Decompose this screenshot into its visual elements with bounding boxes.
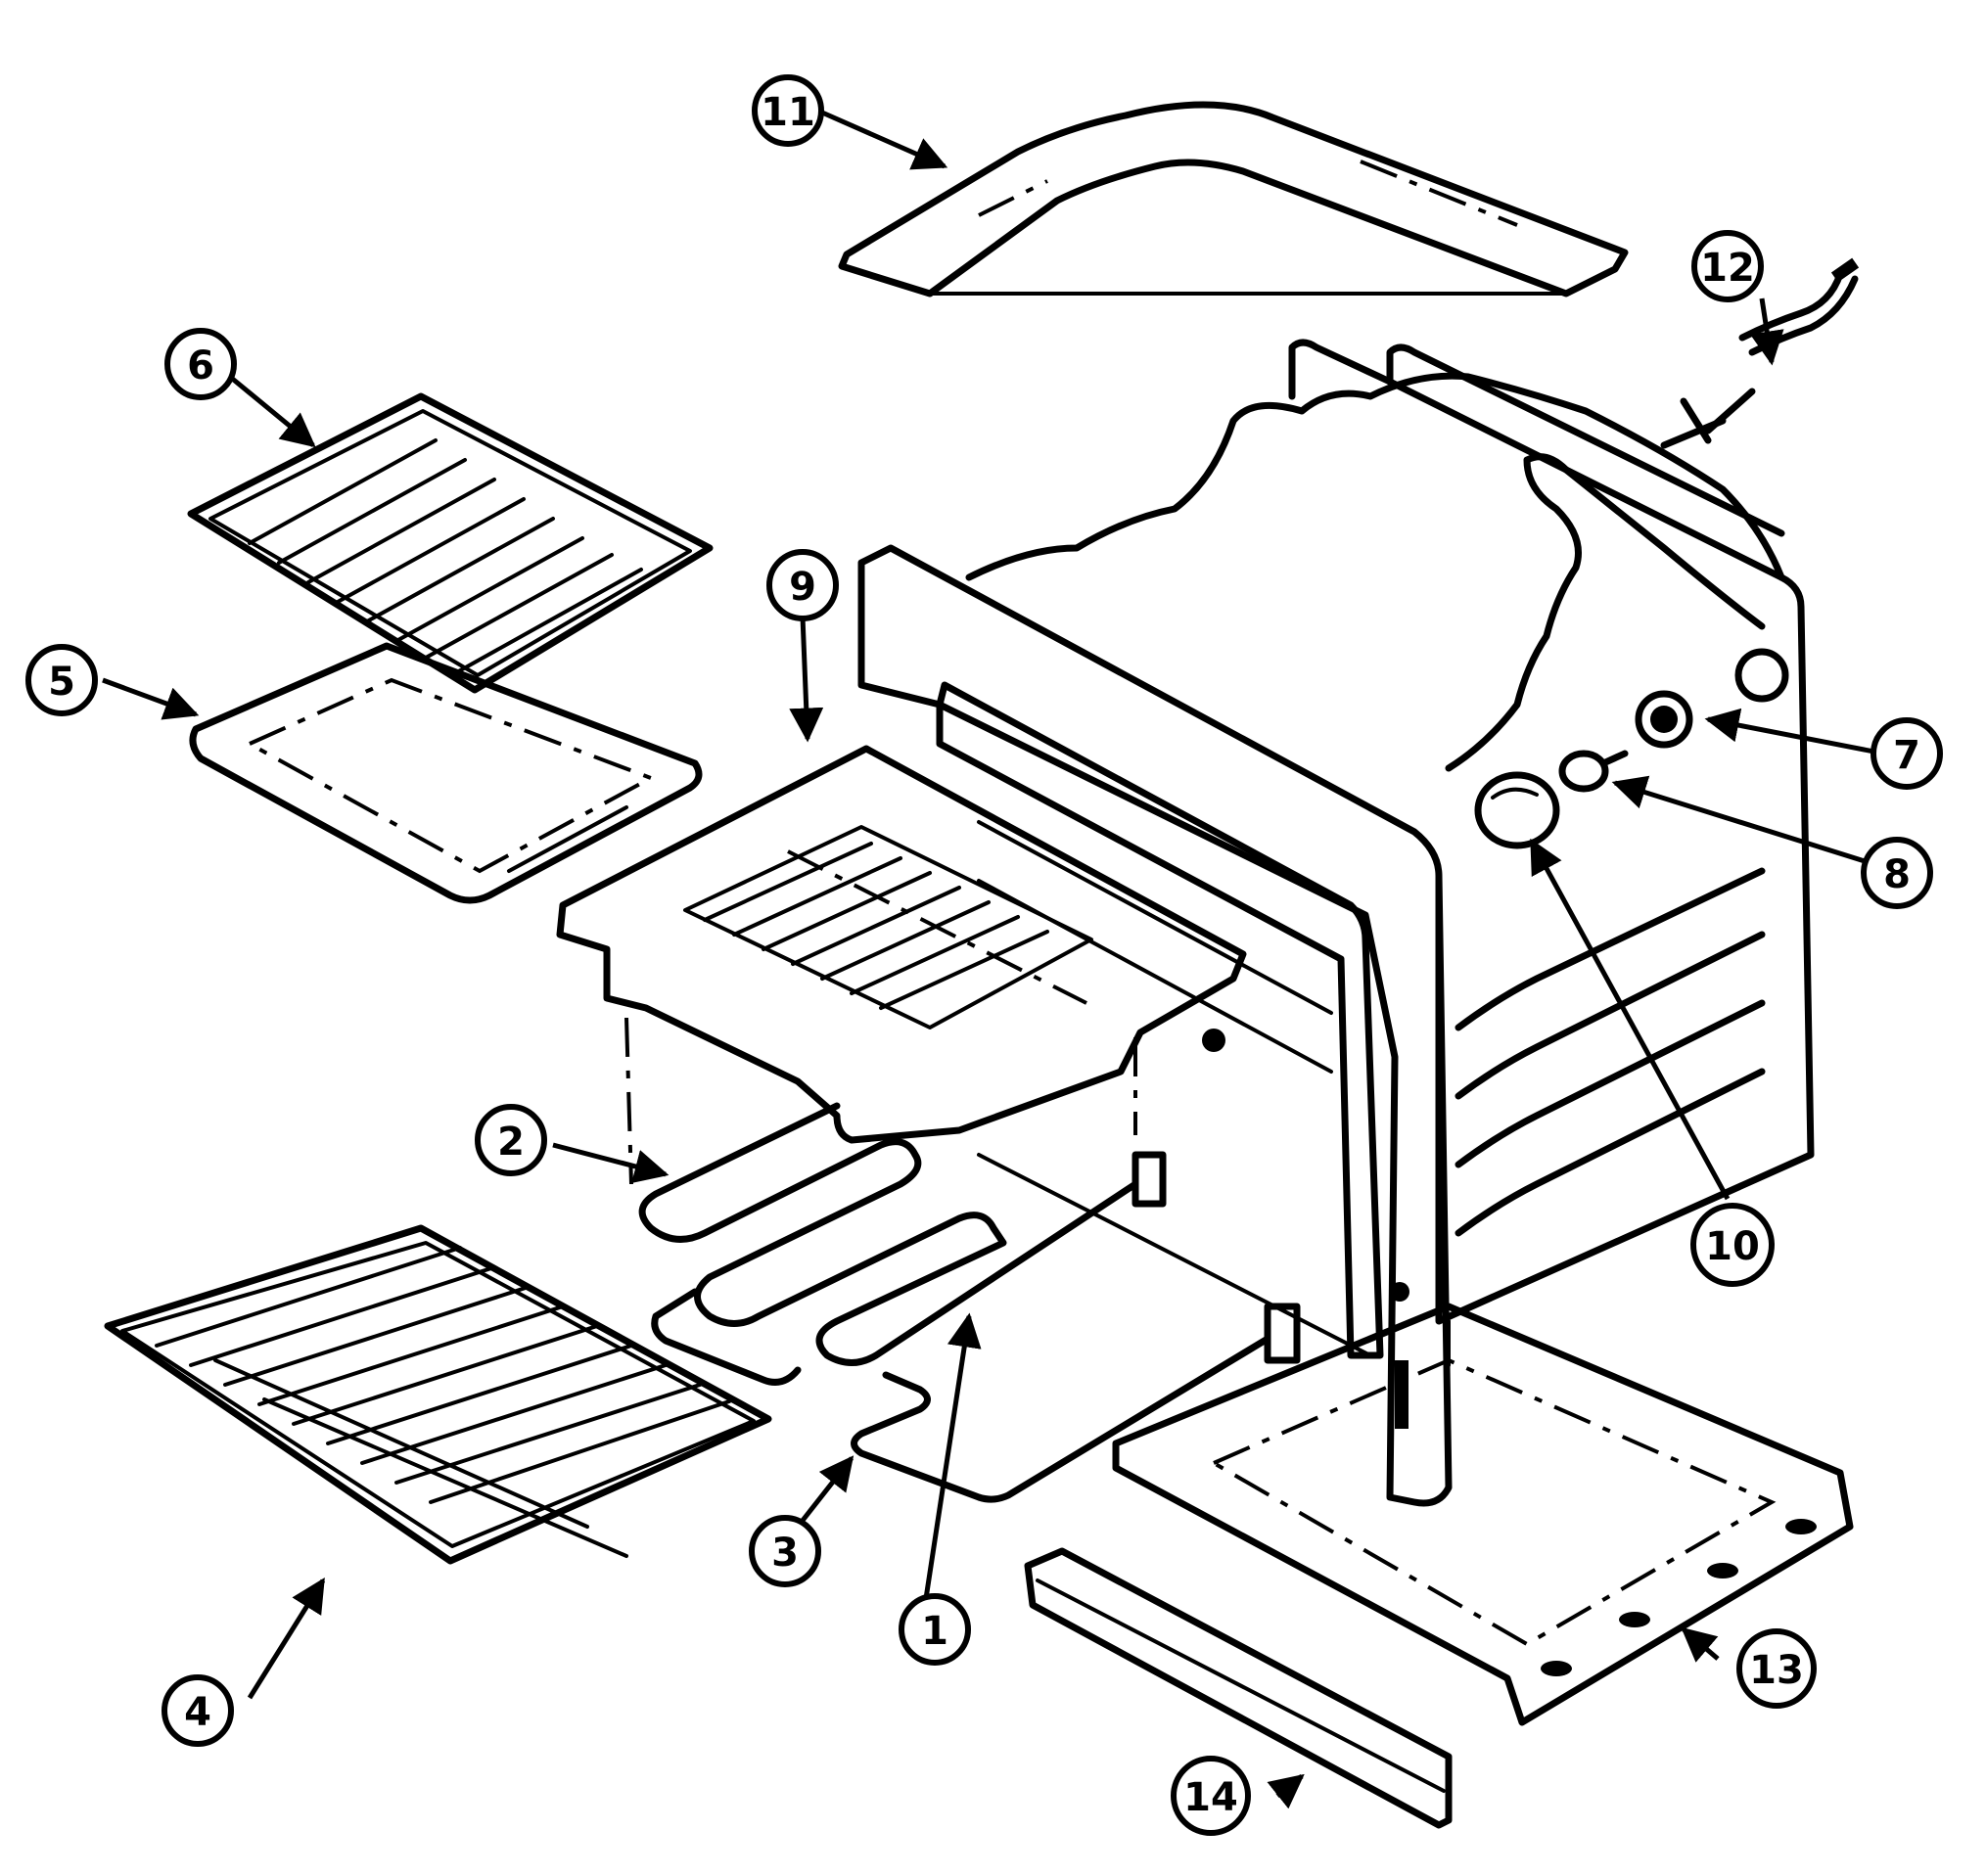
- callout-label: 12: [1700, 246, 1755, 291]
- callout-label: 7: [1893, 733, 1920, 778]
- leader-lines: [102, 110, 1885, 1809]
- callout-5: 5: [25, 644, 98, 716]
- part-10-light-lens: [1474, 771, 1560, 849]
- part-4-oven-rack: [104, 1224, 772, 1565]
- callout-2: 2: [475, 1104, 547, 1176]
- callout-13: 13: [1736, 1628, 1817, 1709]
- callout-label: 5: [48, 660, 75, 705]
- callout-label: 11: [761, 90, 815, 135]
- oven-cavity: [857, 339, 1815, 1507]
- part-6-broiler-pan-insert: [187, 392, 714, 694]
- part-7-light-socket: [1635, 648, 1789, 749]
- callout-label: 10: [1705, 1224, 1760, 1269]
- callout-label: 6: [187, 343, 214, 389]
- callout-9: 9: [766, 549, 839, 621]
- part-2-broil-element: [638, 1102, 1167, 1366]
- part-9-broil-baffle: [556, 745, 1247, 1185]
- callout-6: 6: [164, 328, 237, 400]
- callout-label: 8: [1883, 852, 1911, 897]
- callout-1: 1: [899, 1593, 971, 1666]
- callout-label: 3: [771, 1531, 799, 1576]
- callout-label: 1: [921, 1609, 948, 1654]
- callout-12: 12: [1691, 230, 1764, 302]
- callout-label: 2: [497, 1120, 525, 1165]
- part-14-front-trim: [1024, 1547, 1453, 1829]
- callout-label: 9: [789, 565, 816, 610]
- callout-label: 4: [184, 1690, 211, 1735]
- part-13-oven-bottom: [1112, 1303, 1854, 1726]
- callout-14: 14: [1171, 1756, 1251, 1836]
- part-5-broiler-pan: [189, 642, 703, 904]
- callout-label: 14: [1183, 1775, 1238, 1820]
- callout-7: 7: [1871, 717, 1943, 790]
- part-12-wire-harness: [1660, 257, 1860, 449]
- callout-11: 11: [752, 74, 824, 147]
- part-11-top-shield: [838, 101, 1629, 297]
- callout-3: 3: [749, 1515, 821, 1587]
- callout-4: 4: [162, 1674, 234, 1747]
- part-8-light-bulb: [1558, 750, 1629, 793]
- callout-label: 13: [1749, 1648, 1804, 1693]
- callout-10: 10: [1690, 1203, 1775, 1287]
- callout-8: 8: [1861, 837, 1933, 909]
